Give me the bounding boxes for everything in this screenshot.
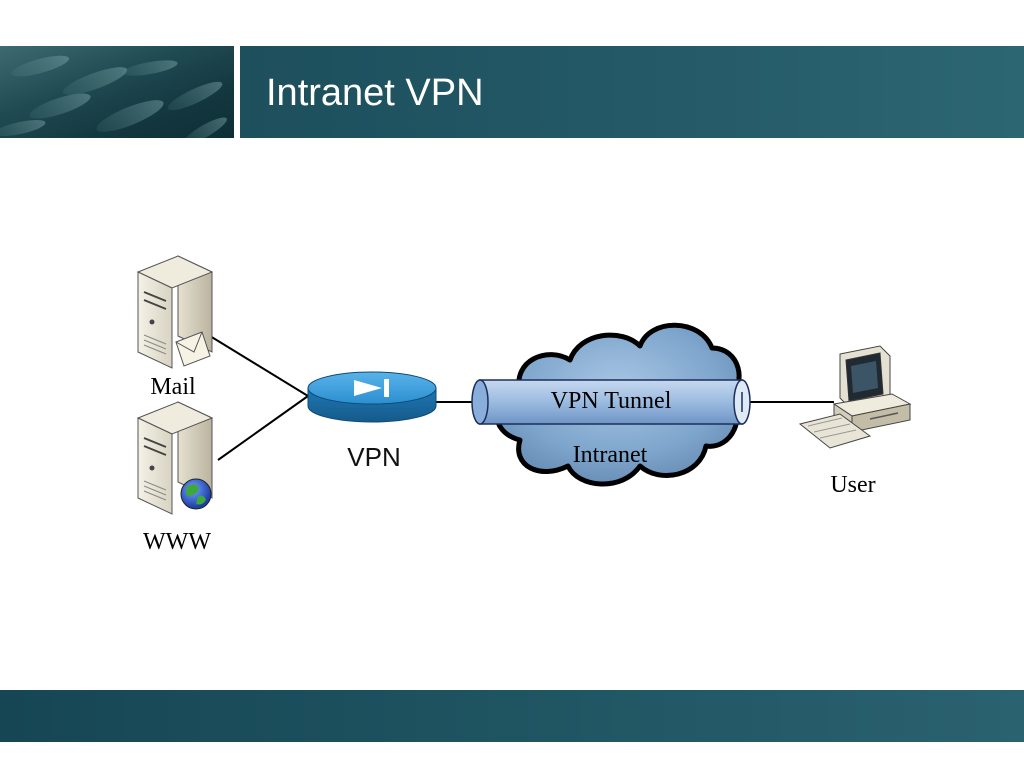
- mail-envelope-icon: [175, 331, 211, 367]
- line-www-to-vpn: [217, 395, 309, 461]
- user-label: User: [830, 472, 875, 498]
- tunnel-label: VPN Tunnel: [551, 388, 672, 414]
- footer-bar: [0, 690, 1024, 742]
- desktop-computer-icon: [798, 345, 912, 449]
- cloud-label: Intranet: [573, 442, 648, 468]
- header-bar: Intranet VPN: [240, 46, 1024, 138]
- www-label: WWW: [143, 529, 211, 555]
- fish-school-graphic: [0, 55, 227, 138]
- vpn-label: VPN: [347, 442, 400, 472]
- header-fish-image: [0, 46, 234, 138]
- line-mail-to-vpn: [209, 335, 309, 397]
- mail-label: Mail: [150, 374, 196, 400]
- tunnel-pipe-icon: [471, 379, 751, 425]
- connection-lines: [209, 335, 834, 461]
- vpn-router-icon: [307, 371, 437, 423]
- globe-icon: [180, 478, 212, 510]
- server-globe-icon: [136, 401, 214, 515]
- slide-title: Intranet VPN: [266, 72, 484, 114]
- server-mail-icon: [136, 255, 214, 369]
